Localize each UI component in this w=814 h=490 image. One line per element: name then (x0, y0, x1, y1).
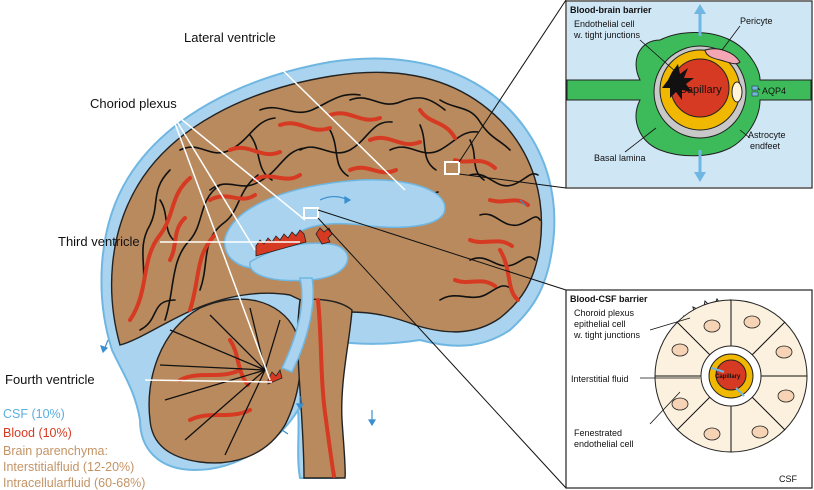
brainstem (296, 298, 353, 479)
legend-parenchyma-title: Brain parenchyma: (3, 444, 108, 458)
choroid-plexus-third (315, 227, 333, 245)
bcsf-interstitial-label: Interstitial fluid (571, 374, 629, 384)
bbb-astrocyte-label: Astrocyte (748, 130, 786, 140)
zoom-lines (317, 0, 567, 489)
bcsf-fenestrated-label: Fenestrated (574, 428, 622, 438)
choroid-plexus-fourth (267, 369, 283, 385)
blood-vessels (128, 108, 530, 478)
bbb-panel (565, 0, 813, 189)
bbb-astrocyte-label-2: endfeet (750, 141, 781, 151)
bcsf-csf-label: CSF (779, 474, 798, 484)
bcsf-choroid-label-3: w. tight junctions (573, 330, 641, 340)
bbb-pericyte-label: Pericyte (740, 16, 773, 26)
bcsf-title: Blood-CSF barrier (570, 294, 648, 304)
csf-flow-arrows (100, 195, 527, 435)
bbb-endothelial-label-2: w. tight junctions (573, 30, 641, 40)
bbb-basal-lamina-label: Basal lamina (594, 153, 646, 163)
choroid-plexus-lateral (255, 229, 307, 257)
bbb-region-box (444, 161, 460, 175)
bcsf-capillary-label: Capillary (715, 374, 741, 380)
bcsf-region-box (303, 207, 319, 219)
bcsf-fenestrated-label-2: endothelial cell (574, 439, 634, 449)
bbb-title: Blood-brain barrier (570, 5, 652, 15)
callout-lines (144, 47, 406, 383)
bbb-endothelial-label: Endothelial cell (574, 19, 635, 29)
bcsf-choroid-label-2: epithelial cell (574, 319, 626, 329)
bcsf-choroid-label: Choroid plexus (574, 308, 635, 318)
legend-blood: Blood (10%) (3, 426, 72, 440)
pericyte (704, 48, 741, 65)
legend-csf: CSF (10%) (3, 407, 65, 421)
choroid-plexus-label: Choriod plexus (90, 96, 177, 111)
bbb-capillary-label: Capillary (679, 84, 722, 96)
aqueduct (280, 277, 314, 373)
bbb-aqp4-label: AQP4 (762, 86, 786, 96)
fourth-ventricle-label: Fourth ventricle (5, 372, 95, 387)
third-ventricle-label: Third ventricle (58, 234, 140, 249)
legend-interstitial: Interstitialfluid (12-20%) (3, 460, 134, 474)
legend-intracellular: Intracellularfluid (60-68%) (3, 476, 145, 490)
bcsf-panel (565, 289, 813, 489)
lateral-ventricle-label: Lateral ventricle (184, 30, 276, 45)
endothelial-tight-junction (662, 64, 694, 100)
